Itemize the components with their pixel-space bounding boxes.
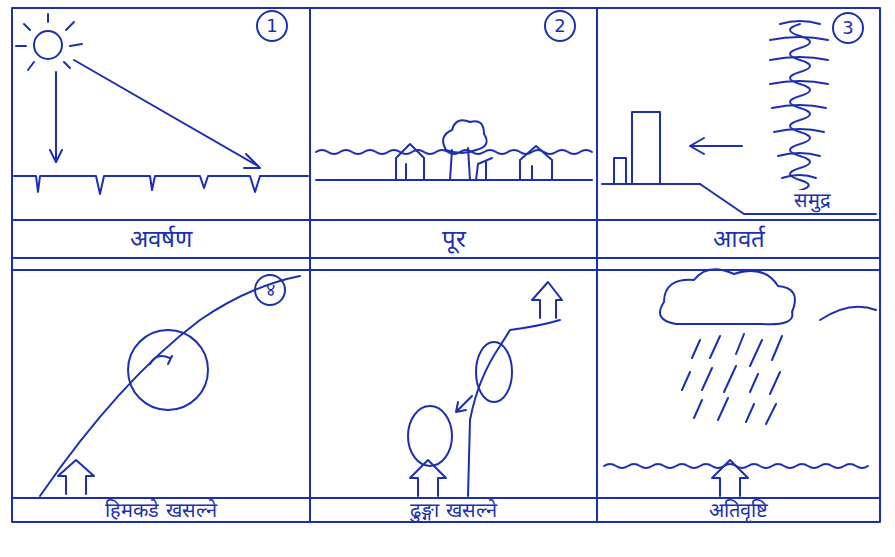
- caption-cell: अवर्षण: [14, 221, 308, 257]
- avalanche-drawing: [40, 276, 300, 496]
- caption-cell: हिमकडे खसल्ने: [14, 499, 308, 521]
- caption-text: हिमकडे खसल्ने: [105, 499, 216, 521]
- grid-line: [12, 257, 880, 259]
- grid-line: [596, 8, 598, 522]
- rain-drawing: [604, 269, 876, 496]
- caption-cell: ढुङ्गा खसल्ने: [312, 499, 595, 521]
- caption-text: ढुङ्गा खसल्ने: [410, 499, 496, 521]
- grid-line: [12, 219, 880, 221]
- caption-cell: पूर: [312, 221, 595, 257]
- caption-cell: आवर्त: [599, 221, 878, 257]
- caption-cell: अतिवृष्टि: [599, 499, 878, 521]
- place-label: समुद्र: [792, 190, 833, 210]
- caption-text: अतिवृष्टि: [709, 499, 768, 521]
- cyclone-drawing: [602, 21, 876, 214]
- grid-line: [309, 8, 311, 522]
- sun-drawing: [14, 14, 308, 194]
- number-circle: [833, 13, 863, 43]
- caption-text: पूर: [442, 226, 466, 252]
- rockfall-drawing: [408, 282, 562, 496]
- callout-number: ४: [256, 276, 284, 304]
- callout-number: 2: [546, 12, 574, 40]
- frame: [12, 8, 880, 522]
- caption-text: आवर्त: [713, 226, 765, 252]
- caption-text: अवर्षण: [130, 226, 192, 252]
- callout-number: 1: [258, 12, 286, 40]
- number-circle: [545, 11, 575, 41]
- number-circle: [255, 275, 285, 305]
- callout-number: 3: [834, 14, 862, 42]
- flood-drawing: [316, 120, 592, 180]
- number-circle: [257, 11, 287, 41]
